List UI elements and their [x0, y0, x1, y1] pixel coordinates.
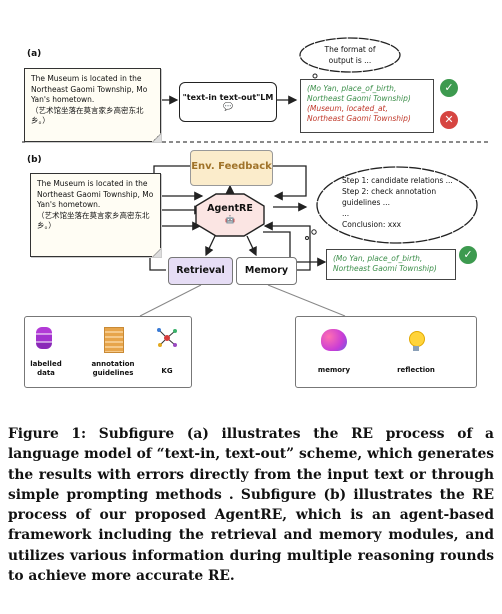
- connector-memory-resources: [267, 284, 346, 317]
- lightbulb-icon: [409, 331, 425, 347]
- input-text-note-a: The Museum is located in the Northeast G…: [24, 68, 161, 142]
- memory-resource-label: memory: [317, 366, 351, 374]
- input-text-cn-a: （艺术馆坐落在莫言家乡高密东北乡。）: [31, 105, 144, 126]
- thought-cloud-b: [316, 166, 478, 244]
- env-feedback-box: Env. Feedback: [190, 150, 273, 186]
- kg-icon: [156, 327, 178, 349]
- thought-dots: ...: [342, 209, 350, 218]
- check-icon-b: ✓: [459, 246, 477, 264]
- thought-conclusion: Conclusion: xxx: [342, 220, 402, 229]
- thought-step2: Step 2: check annotation guidelines ...: [342, 187, 437, 207]
- kg-label: KG: [161, 367, 173, 375]
- annotation-guidelines-icon: [104, 327, 124, 353]
- panel-a-label: (a): [27, 49, 42, 59]
- arrow-b-agent-to-memory: [246, 235, 257, 257]
- retrieval-label: Retrieval: [176, 265, 225, 276]
- labelled-data-icon: [36, 327, 52, 349]
- memory-label: Memory: [244, 265, 289, 276]
- figure-caption: Figure 1: Subfigure (a) illustrates the …: [8, 426, 494, 585]
- thought-b-text: Step 1: candidate relations ... Step 2: …: [342, 175, 470, 230]
- agent-label: AgentRE: [207, 203, 253, 214]
- lm-box: "text-in text-out"LM 💬: [179, 82, 277, 122]
- input-text-cn-b: （艺术馆坐落在莫言家乡高密东北乡。）: [37, 210, 150, 231]
- input-text-note-b: The Museum is located in the Northeast G…: [30, 173, 161, 257]
- input-text-b: The Museum is located in the Northeast G…: [37, 179, 154, 209]
- figure-connectors: [22, 37, 488, 317]
- thought-cloud-a: [299, 37, 401, 73]
- memory-box: Memory: [236, 257, 297, 285]
- annotation-guidelines-label: annotation guidelines: [91, 360, 135, 377]
- check-icon-a: ✓: [440, 79, 458, 97]
- retrieval-box: Retrieval: [168, 257, 233, 285]
- brain-icon: [321, 329, 347, 351]
- labelled-data-label: labelled data: [30, 360, 62, 377]
- resources-left-box: labelled data annotation guidelines KG: [24, 316, 192, 388]
- loop-right-memory: [263, 221, 311, 271]
- thought-a-text: The format of output is ...: [324, 45, 376, 65]
- agent-octagon: [195, 193, 265, 237]
- output-box-b: (Mo Yan, place_of_birth, Northeast Gaomi…: [326, 249, 456, 280]
- arrow-b-agent-to-output: [263, 231, 327, 267]
- lightbulb-base: [413, 346, 419, 351]
- connector-retrieval-resources: [139, 284, 202, 317]
- cross-icon-a: ✕: [440, 111, 458, 129]
- panel-b-label: (b): [27, 155, 42, 165]
- chat-icon: 💬: [223, 102, 233, 111]
- robot-icon: 🤖: [225, 215, 235, 224]
- arrow-b-agent-to-retrieval: [205, 235, 216, 257]
- reflection-resource-label: reflection: [397, 366, 435, 374]
- thought-step1: Step 1: candidate relations ...: [342, 176, 453, 185]
- output-wrong-a: (Museum, located_at, Northeast Gaomi Tow…: [307, 104, 411, 123]
- resources-right-box: memory reflection: [295, 316, 477, 388]
- lm-label: "text-in text-out"LM: [182, 93, 274, 102]
- output-box-a: (Mo Yan, place_of_birth, Northeast Gaomi…: [300, 79, 434, 133]
- output-correct-a: (Mo Yan, place_of_birth, Northeast Gaomi…: [307, 84, 411, 103]
- loop-right-feedback: [271, 165, 307, 201]
- env-feedback-label: Env. Feedback: [191, 161, 272, 172]
- input-text-a: The Museum is located in the Northeast G…: [31, 74, 148, 104]
